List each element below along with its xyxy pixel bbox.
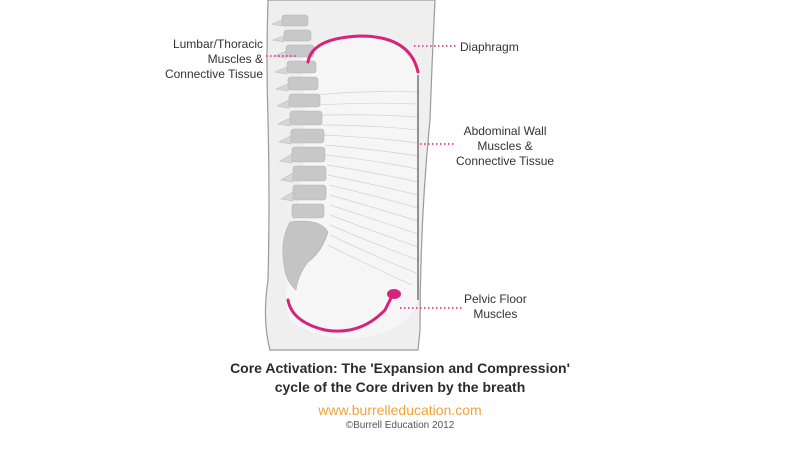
diaphragm-line — [306, 34, 420, 74]
fascia-lines — [314, 91, 419, 286]
label-pelvic-floor: Pelvic Floor Muscles — [464, 292, 527, 322]
copyright-text: ©Burrell Education 2012 — [345, 420, 455, 431]
label-lumbar-line1: Lumbar/Thoracic — [172, 37, 263, 51]
spine — [281, 14, 327, 219]
leader-lines — [266, 45, 462, 309]
sacrum — [282, 220, 329, 291]
label-lumbar-line2: Muscles & — [207, 52, 263, 66]
caption-line2: cycle of the Core driven by the breath — [274, 379, 526, 395]
spinous-processes — [270, 19, 294, 202]
label-abdominal-wall: Abdominal Wall Muscles & Connective Tiss… — [456, 124, 554, 169]
label-lumbar-thoracic: Lumbar/Thoracic Muscles & Connective Tis… — [128, 37, 263, 82]
pelvic-floor-line — [286, 294, 394, 333]
label-abdominal-line2: Muscles & — [477, 139, 533, 153]
pelvic-floor-node — [387, 289, 401, 299]
label-lumbar-line3: Connective Tissue — [164, 67, 263, 81]
label-abdominal-line1: Abdominal Wall — [463, 124, 547, 138]
label-abdominal-line3: Connective Tissue — [456, 154, 555, 168]
label-diaphragm: Diaphragm — [460, 40, 519, 54]
caption-line1: Core Activation: The 'Expansion and Comp… — [230, 360, 570, 376]
label-pelvic-line2: Muscles — [473, 307, 518, 321]
website-link[interactable]: www.burrelleducation.com — [318, 402, 482, 418]
label-pelvic-line1: Pelvic Floor — [464, 292, 527, 306]
